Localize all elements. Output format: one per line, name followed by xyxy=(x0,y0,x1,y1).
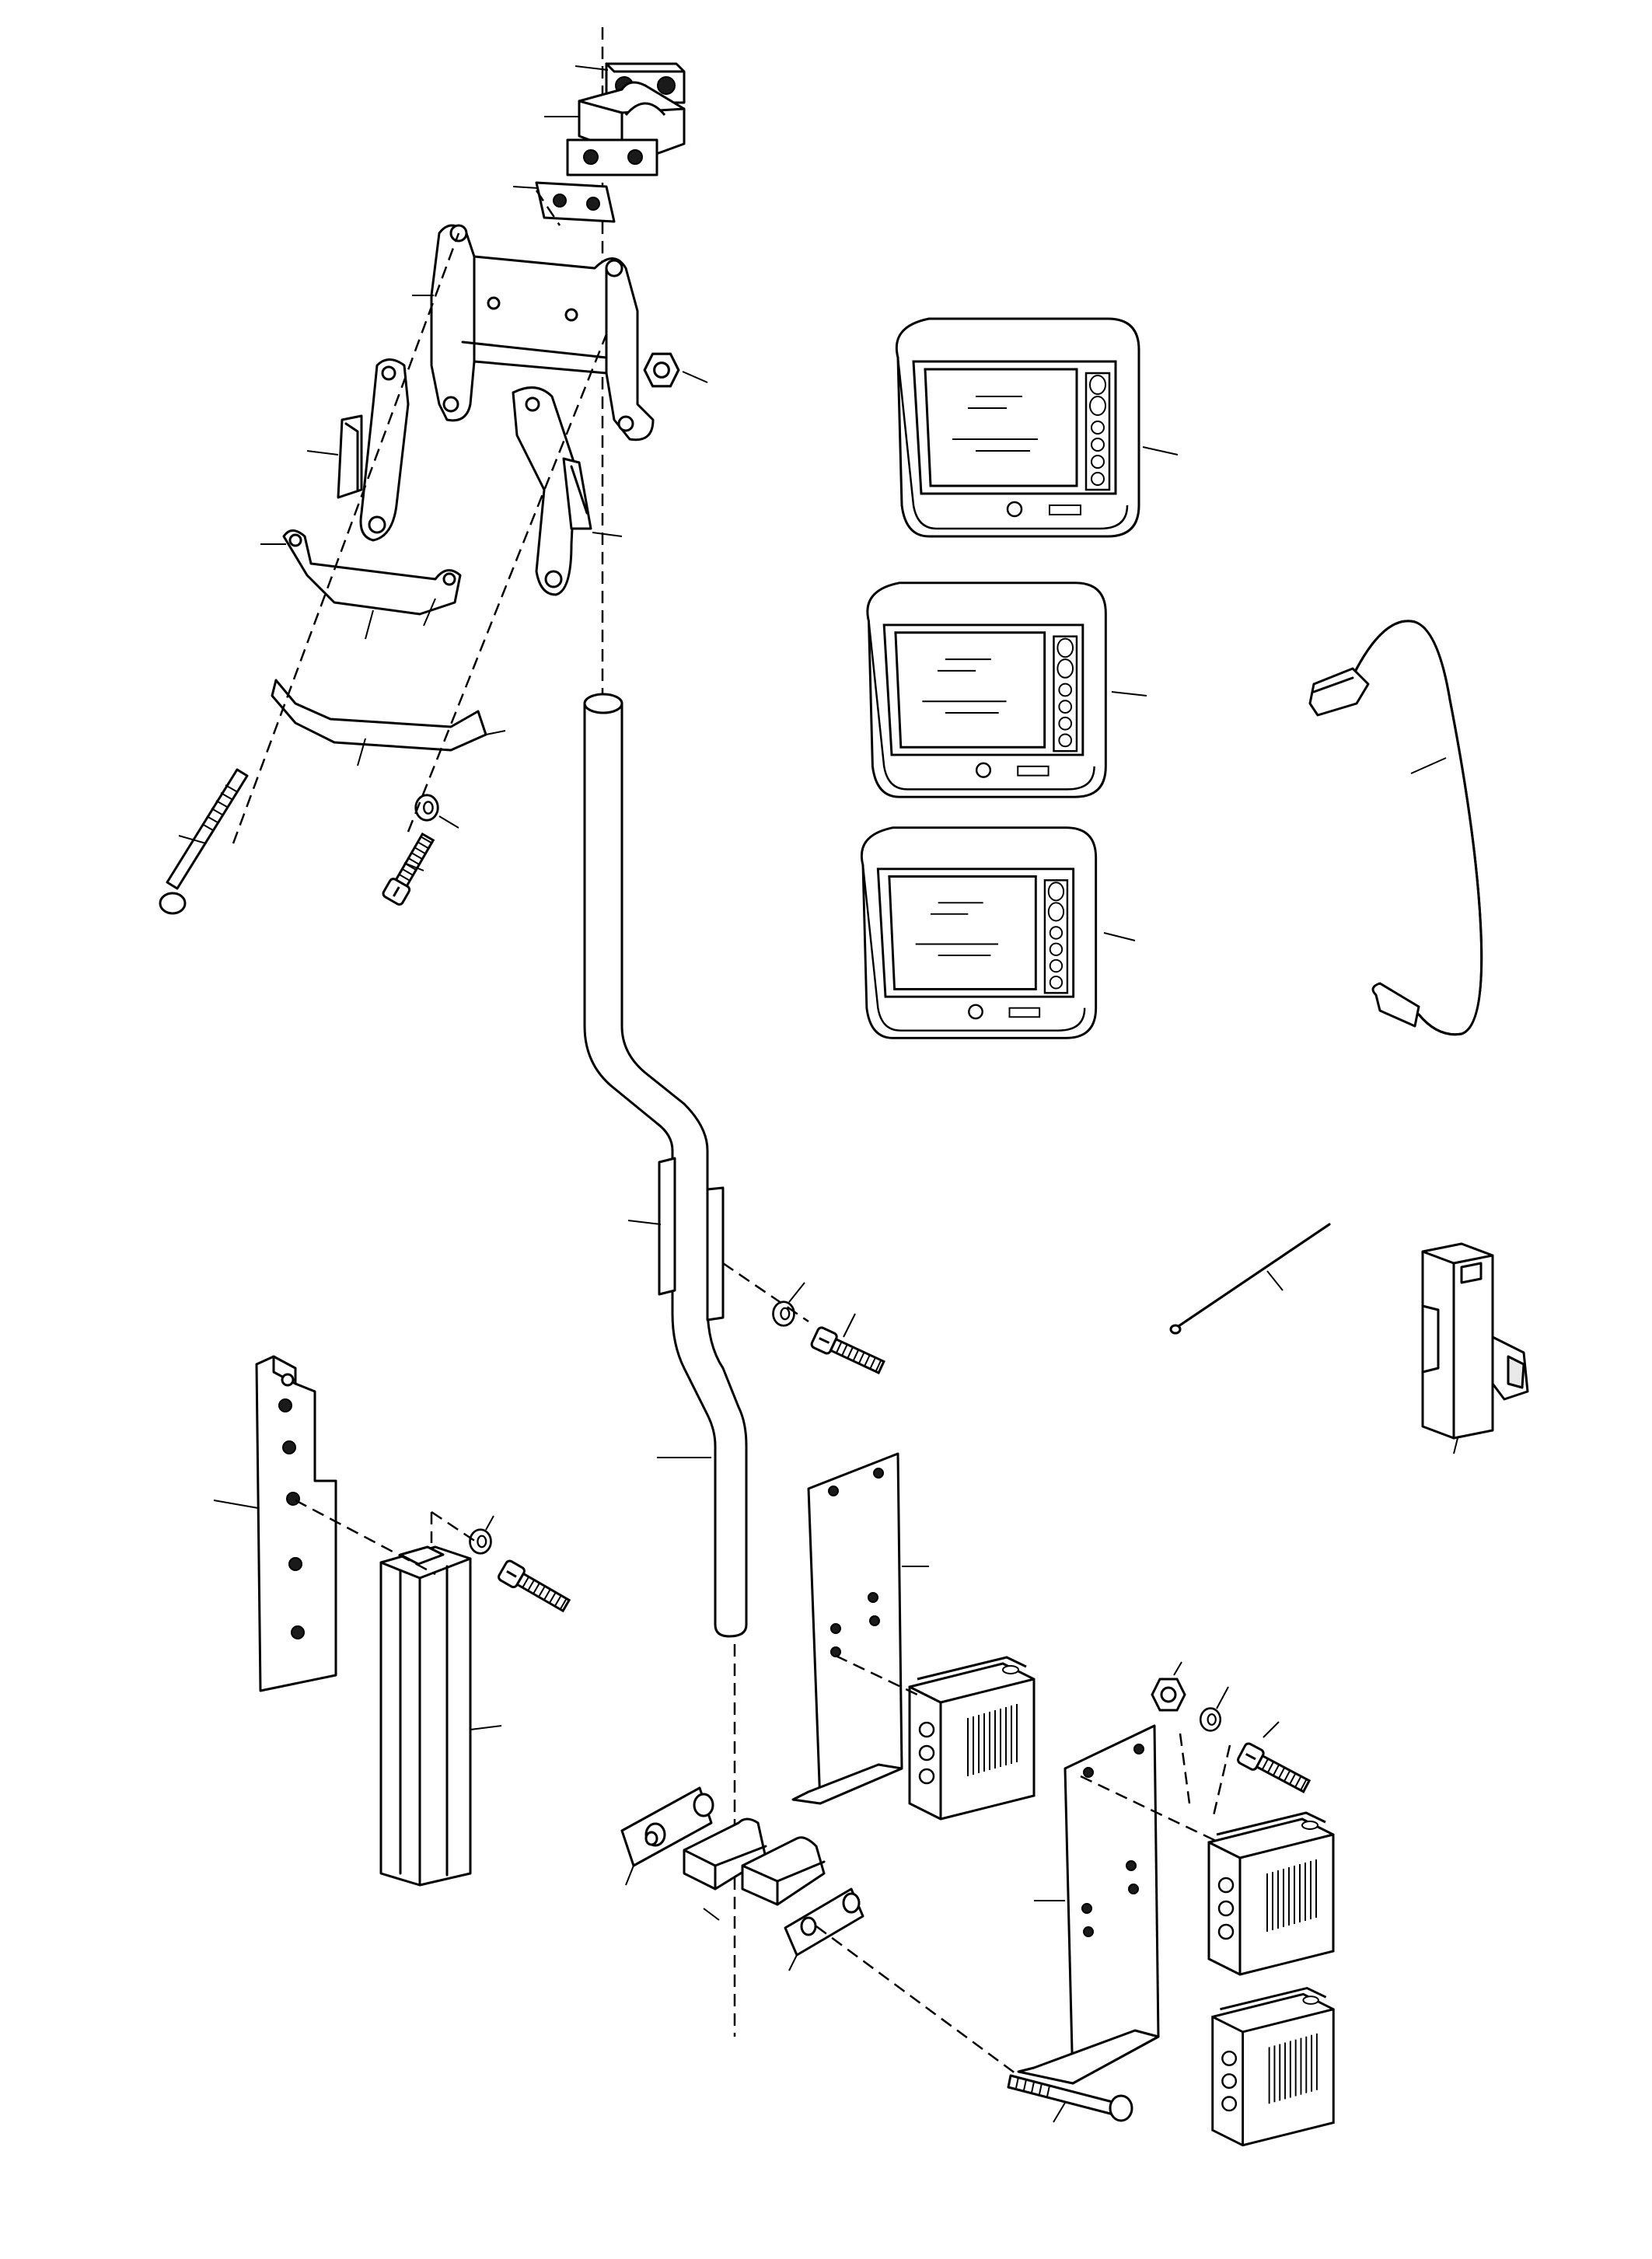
washer xyxy=(1199,1707,1222,1732)
lower-clamp-pair xyxy=(620,1786,864,1971)
assembly-line xyxy=(816,1925,1019,2077)
monitor xyxy=(866,581,1107,798)
assembly-line xyxy=(431,1510,479,1545)
circuit-breaker xyxy=(1421,1242,1529,1454)
left-tab-bracket xyxy=(306,358,410,542)
control-box-plate xyxy=(1017,1724,1160,2085)
washer xyxy=(414,794,439,822)
control-box xyxy=(1211,1987,1335,2147)
long-bolt xyxy=(159,768,249,915)
curved-strap xyxy=(271,679,506,766)
lower-clamp-plate xyxy=(512,181,616,223)
cap-screw xyxy=(380,830,438,907)
u-strap-bracket xyxy=(260,529,462,640)
cap-screw xyxy=(1235,1741,1313,1797)
washer xyxy=(469,1528,492,1555)
hex-nut xyxy=(1151,1678,1186,1712)
washer xyxy=(772,1301,795,1327)
cap-screw xyxy=(809,1325,887,1378)
hex-nut xyxy=(643,352,680,388)
control-box xyxy=(1207,1811,1335,1976)
assembly-line xyxy=(535,190,561,226)
offset-tube xyxy=(583,693,748,1638)
main-mounting-bracket xyxy=(412,224,655,442)
assembly-line xyxy=(835,1654,918,1696)
monitor xyxy=(895,317,1140,538)
wire xyxy=(1169,1223,1331,1335)
split-clamp xyxy=(544,81,686,176)
assembly-line xyxy=(1179,1733,1191,1804)
assembly-line xyxy=(407,333,608,833)
control-box xyxy=(908,1656,1036,1821)
assembly-line xyxy=(722,1262,809,1323)
monitor-cable xyxy=(1308,620,1483,1036)
square-post xyxy=(379,1545,502,1887)
assembly-line xyxy=(1211,1744,1231,1820)
assembly-line xyxy=(295,1499,436,1576)
assembly-line xyxy=(232,232,460,844)
monitor xyxy=(860,826,1098,1039)
long-bolt xyxy=(1007,2074,1133,2123)
cap-screw xyxy=(496,1558,573,1616)
hole-plate xyxy=(213,1355,337,1692)
right-tab-bracket xyxy=(512,386,623,596)
